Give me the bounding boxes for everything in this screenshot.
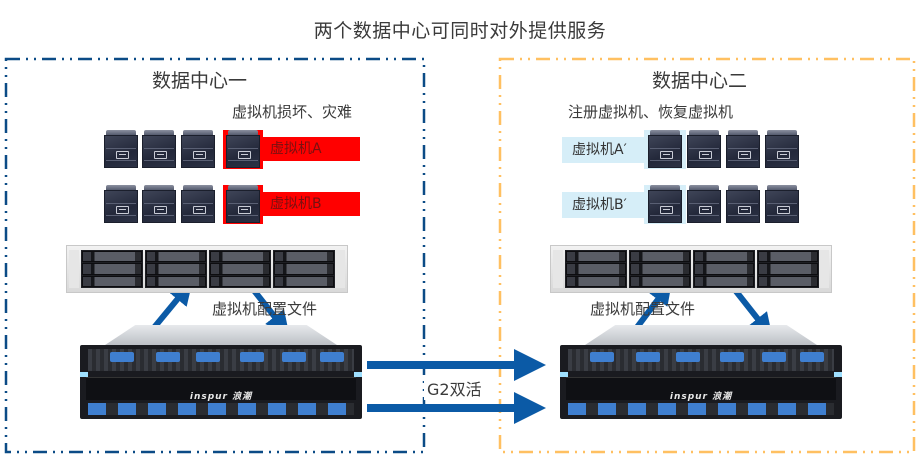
vm-a-prime-label: 虚拟机A′ xyxy=(562,137,650,163)
server-tower-icon xyxy=(142,130,176,168)
arrow-icon xyxy=(632,280,673,332)
datacenter-two-title: 数据中心二 xyxy=(652,70,748,92)
arrow-icon xyxy=(149,280,193,332)
vm-a-label: 虚拟机A xyxy=(262,137,360,161)
diagram-title: 两个数据中心可同时对外提供服务 xyxy=(313,20,607,42)
active-active-link-label: G2双活 xyxy=(424,376,485,400)
server-tower-icon xyxy=(226,185,260,223)
server-tower-icon xyxy=(142,185,176,223)
datacenter-two-event: 注册虚拟机、恢复虚拟机 xyxy=(568,103,734,121)
datacenter-one-frame xyxy=(4,57,426,454)
vm-b-prime-label: 虚拟机B′ xyxy=(562,192,650,218)
server-tower-icon xyxy=(726,130,760,168)
server-tower-icon xyxy=(104,185,138,223)
server-tower-icon xyxy=(181,130,215,168)
vm-b-label: 虚拟机B xyxy=(262,192,360,216)
server-tower-icon xyxy=(104,130,138,168)
rack-server-icon xyxy=(66,245,348,293)
storage-array-icon: inspur 浪潮 xyxy=(560,325,842,419)
server-tower-icon xyxy=(648,185,682,223)
server-tower-icon xyxy=(726,185,760,223)
config-file-label-dc1: 虚拟机配置文件 xyxy=(212,300,318,318)
storage-array-icon: inspur 浪潮 xyxy=(80,325,362,419)
server-tower-icon xyxy=(687,185,721,223)
server-tower-icon xyxy=(648,130,682,168)
storage-brand-logo: inspur 浪潮 xyxy=(189,392,253,402)
server-tower-icon xyxy=(765,130,799,168)
storage-brand-logo: inspur 浪潮 xyxy=(669,392,733,402)
server-tower-icon xyxy=(181,185,215,223)
arrow-icon xyxy=(249,286,290,336)
rack-server-icon xyxy=(550,245,832,293)
datacenter-one-event: 虚拟机损坏、灾难 xyxy=(232,103,353,121)
config-file-label-dc2: 虚拟机配置文件 xyxy=(590,300,696,318)
server-tower-icon xyxy=(765,185,799,223)
server-tower-icon xyxy=(687,130,721,168)
arrow-icon xyxy=(732,288,773,338)
datacenter-one-title: 数据中心一 xyxy=(152,70,248,92)
datacenter-two-frame xyxy=(498,57,916,454)
server-tower-icon xyxy=(226,130,260,168)
